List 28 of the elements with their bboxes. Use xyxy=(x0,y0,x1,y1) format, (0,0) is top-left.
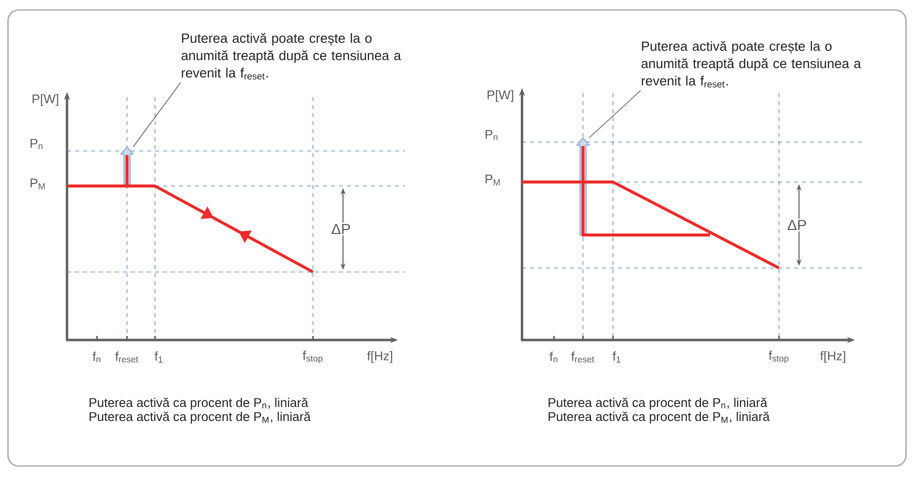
step-up-arrow xyxy=(120,146,134,187)
leader-line xyxy=(588,90,642,138)
axis-label: f[Hz] xyxy=(820,351,846,363)
axis-label: P$_{n}$ xyxy=(30,138,42,150)
tick-label: f$_{stop}$ xyxy=(768,350,788,364)
tick-label: f$_{1}$ xyxy=(154,351,162,363)
tick-label: f$_{stop}$ xyxy=(302,350,322,364)
annotation-text: Puterea activă poate crește la o anumită treaptă după ce tensiunea a revenit la f$_{reset}$. xyxy=(642,40,862,88)
axis-label: P[W] xyxy=(488,90,514,102)
axis-label: P[W] xyxy=(32,94,58,106)
dimension-label: ΔP xyxy=(330,222,352,236)
dimension-label: ΔP xyxy=(786,218,808,232)
caption-text: Puterea activă ca procent de P$_{n}$, liniară xyxy=(90,398,308,410)
caption-text: Puterea activă ca procent de P$_{M}$, liniară xyxy=(548,412,770,424)
leader-line xyxy=(132,82,182,148)
tick-label: f$_{reset}$ xyxy=(115,352,138,362)
annotation-text: Puterea activă poate crește la o anumită treaptă după ce tensiunea a revenit la f$_{reset}$. xyxy=(182,32,402,80)
axis-label: P$_{M}$ xyxy=(486,174,500,186)
tick-label: f$_{n}$ xyxy=(550,352,558,362)
caption-text: Puterea activă ca procent de P$_{n}$, liniară xyxy=(548,398,768,410)
axis-label: P$_{n}$ xyxy=(486,130,498,140)
step-up-arrow xyxy=(576,137,590,236)
tick-label: f$_{n}$ xyxy=(92,352,100,362)
axis-label: P$_{M}$ xyxy=(30,178,45,190)
tick-label: f$_{1}$ xyxy=(612,351,620,363)
caption-text: Puterea activă ca procent de P$_{M}$, liniară xyxy=(90,412,311,424)
tick-label: f$_{reset}$ xyxy=(571,352,594,362)
axis-label: f[Hz] xyxy=(367,351,392,363)
